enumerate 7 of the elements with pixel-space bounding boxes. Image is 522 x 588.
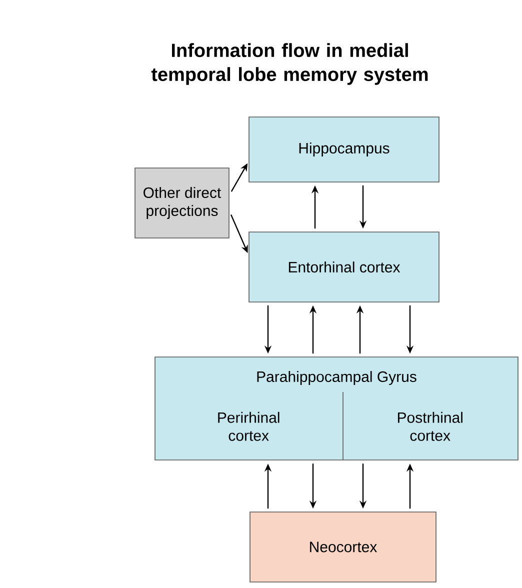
process-box: Neocortex <box>250 512 436 582</box>
process-box: Hippocampus <box>248 116 440 182</box>
title: Information flow in medial temporal lobe memory system <box>151 43 428 85</box>
process-box: Entorhinal cortex <box>248 232 440 302</box>
subregion-label: Postrhinal cortex <box>398 412 462 441</box>
process-box: Other direct projections <box>134 168 230 238</box>
subregion-label: Perirhinal cortex <box>218 412 280 441</box>
